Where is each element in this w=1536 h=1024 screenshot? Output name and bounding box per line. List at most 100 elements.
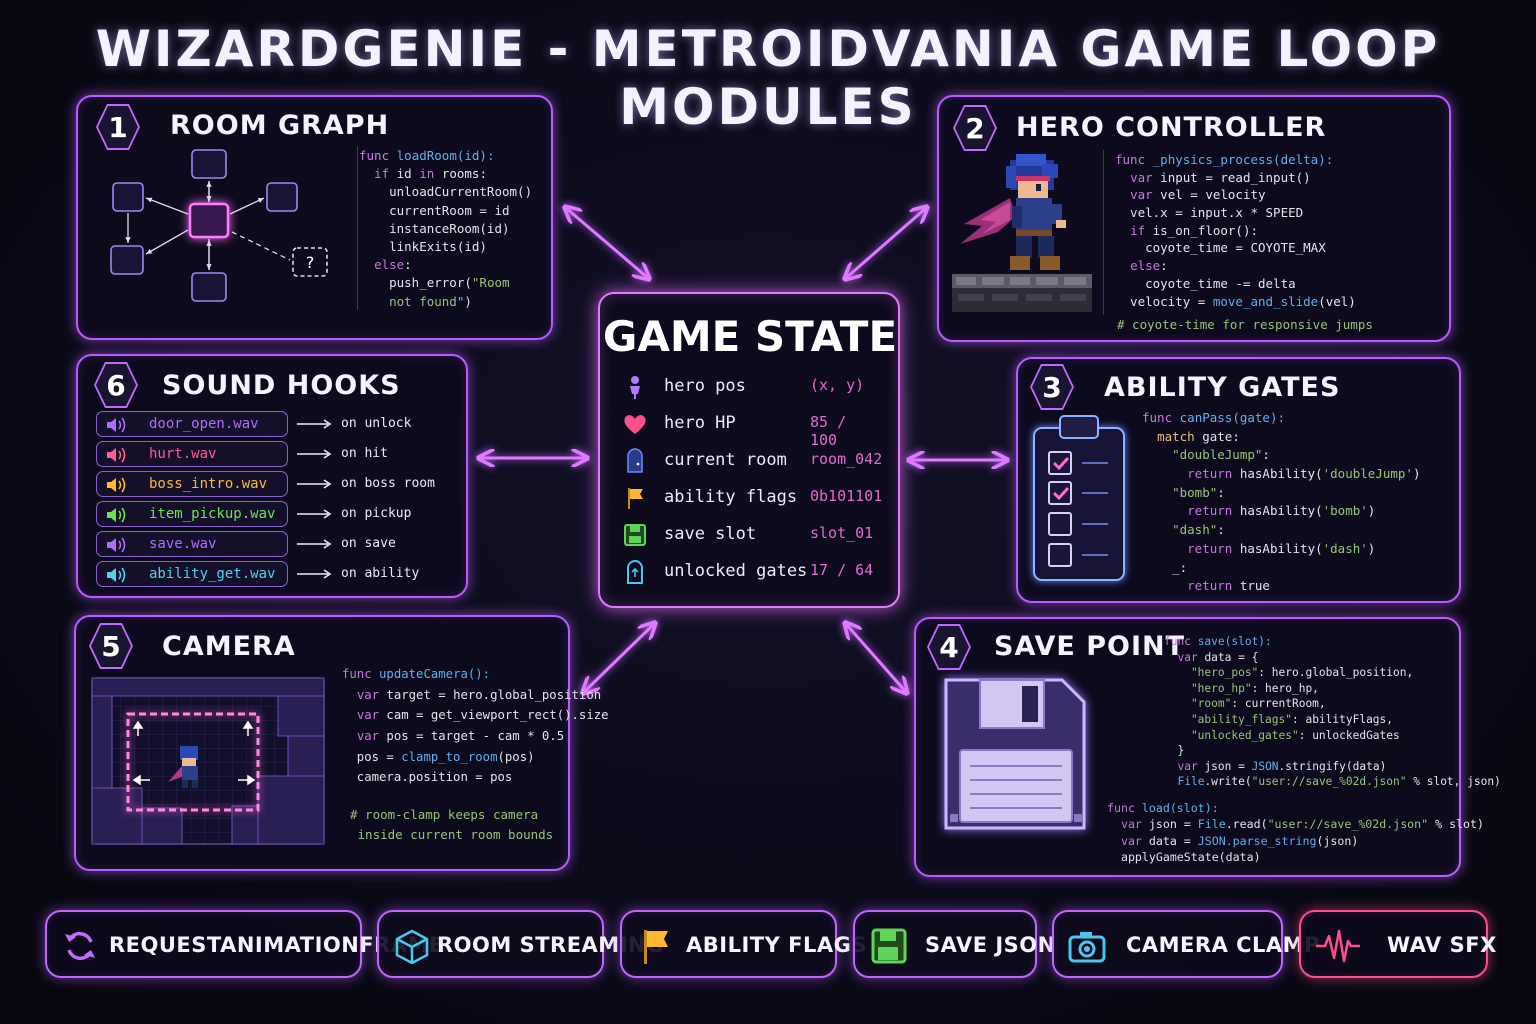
arrow-right-icon xyxy=(297,449,332,459)
footer-pill-ability-flags[interactable]: ABILITY FLAGS xyxy=(620,910,866,978)
room-graph-title: ROOM GRAPH xyxy=(170,110,390,141)
arrow-right-icon xyxy=(297,569,332,579)
code-line: func updateCamera(): xyxy=(342,667,491,681)
game-state-row-hero-pos: hero pos (x, y) xyxy=(622,372,882,402)
sound-file-pill[interactable]: boss_intro.wav xyxy=(96,471,288,497)
sound-file-pill[interactable]: hurt.wav xyxy=(96,441,288,467)
code-line: "bomb": xyxy=(1142,484,1225,500)
sound-hook-row: ability_get.wav on ability xyxy=(96,561,456,587)
room-node-top xyxy=(191,149,227,179)
sound-event-label: on ability xyxy=(341,566,420,581)
code-line: "doubleJump": xyxy=(1142,447,1270,463)
footer-pill-wav-sfx[interactable]: WAV SFX xyxy=(1299,910,1496,978)
sound-file-pill[interactable]: item_pickup.wav xyxy=(96,501,288,527)
code-line: "dash": xyxy=(1142,522,1225,538)
code-line: velocity = move_and_slide(vel) xyxy=(1115,293,1356,309)
camera-viewport-illustration xyxy=(91,677,325,845)
checkbox-dash xyxy=(1048,512,1072,536)
checkbox-doublejump xyxy=(1048,451,1072,475)
code-line: return hasAbility('bomb') xyxy=(1187,503,1376,519)
sound-hook-row: door_open.wav on unlock xyxy=(96,411,456,437)
comment-line: inside current room bounds xyxy=(350,827,554,842)
sound-event-label: on hit xyxy=(341,446,388,461)
sound-hook-row: boss_intro.wav on boss room xyxy=(96,471,456,497)
room-graph-panel xyxy=(76,95,553,340)
code-line: else: xyxy=(1130,258,1168,274)
flag-icon xyxy=(644,930,668,964)
room-node-current xyxy=(188,202,230,239)
sound-file-name: hurt.wav xyxy=(149,446,217,462)
room-node-unknown-label: ? xyxy=(306,253,315,272)
sound-file-pill[interactable]: door_open.wav xyxy=(96,411,288,437)
camera-code: func updateCamera(): var target = hero.g… xyxy=(342,664,609,788)
diagram-title: WIZARDGENIE - METROIDVANIA GAME LOOP MOD… xyxy=(95,20,1441,136)
footer-pill-camera-clamp[interactable]: CAMERA CLAMP xyxy=(1052,910,1319,978)
code-line: func loadRoom(id): xyxy=(359,148,495,163)
floppy-disk-icon xyxy=(944,678,1086,830)
code-line: camera.position = pos xyxy=(342,770,513,785)
code-line: return hasAbility('doubleJump') xyxy=(1187,466,1421,482)
code-line: return true xyxy=(1187,578,1270,594)
waveform-icon xyxy=(1316,929,1360,963)
arrow-right-icon xyxy=(297,479,332,489)
code-line: func save(slot): xyxy=(1164,635,1272,648)
speaker-icon xyxy=(107,447,126,463)
checkbox-default xyxy=(1048,543,1072,567)
game-state-panel xyxy=(598,292,900,608)
ability-gates-code: func canPass(gate): match gate: "doubleJ… xyxy=(1142,409,1420,596)
sound-event-label: on save xyxy=(341,536,396,551)
code-line: var input = read_input() xyxy=(1130,169,1311,185)
room-graph-badge: 1 xyxy=(96,104,140,150)
footer-pill-requestanimationframe[interactable]: REQUESTANIMATIONFRAME xyxy=(45,910,443,978)
code-line: func _physics_process(delta): xyxy=(1115,152,1334,167)
speaker-icon xyxy=(107,417,126,433)
code-line: not found") xyxy=(359,293,472,309)
speaker-icon xyxy=(107,567,126,583)
sound-file-pill[interactable]: save.wav xyxy=(96,531,288,557)
arrow-hero-controller xyxy=(846,208,926,278)
sound-hook-row: hurt.wav on hit xyxy=(96,441,456,467)
game-state-title: GAME STATE xyxy=(602,312,898,361)
game-state-row-ability-flags: ability flags 0b101101 xyxy=(622,483,882,513)
code-line: func load(slot): xyxy=(1107,801,1219,815)
arrow-right-icon xyxy=(297,509,332,519)
floppy-icon xyxy=(624,524,646,546)
code-line: else: xyxy=(374,257,412,273)
code-line: push_error("Room xyxy=(359,275,510,291)
room-graph-code: func loadRoom(id): if id in rooms: unloa… xyxy=(359,147,532,311)
code-line: var data = JSON.parse_string(json) xyxy=(1120,833,1359,848)
code-line: File.write("user://save_%02d.json" % slo… xyxy=(1177,775,1501,789)
game-state-row-hero-hp: hero HP 85 / 100 xyxy=(622,409,882,449)
hero-controller-title: HERO CONTROLLER xyxy=(1016,112,1327,143)
game-state-row-save-slot: save slot slot_01 xyxy=(622,520,882,550)
sound-file-pill[interactable]: ability_get.wav xyxy=(96,561,288,587)
door-icon xyxy=(627,448,643,473)
code-line: if id in rooms: xyxy=(374,166,487,182)
code-line: currentRoom = id xyxy=(359,202,510,218)
sound-file-name: door_open.wav xyxy=(149,416,259,432)
speaker-icon xyxy=(107,477,126,493)
footer-pill-save-json[interactable]: SAVE JSON xyxy=(853,910,1055,978)
game-state-row-current-room: current room room_042 xyxy=(622,446,882,476)
footer-pill-room-streaming[interactable]: ROOM STREAMING xyxy=(377,910,663,978)
arrow-right-icon xyxy=(297,419,332,429)
camera-comment: # room-clamp keeps camera inside current… xyxy=(350,805,553,845)
camera-clamp-box xyxy=(126,712,260,812)
code-line: func canPass(gate): xyxy=(1142,410,1285,425)
code-line: "hero_pos": hero.global_position, xyxy=(1164,666,1414,680)
code-line: coyote_time = COYOTE_MAX xyxy=(1115,240,1326,256)
code-line: pos = clamp_to_room(pos) xyxy=(342,749,535,764)
code-line: match gate: xyxy=(1157,428,1240,444)
code-line: var pos = target - cam * 0.5 xyxy=(356,729,565,744)
code-line: "ability_flags": abilityFlags, xyxy=(1164,712,1394,726)
save-point-title: SAVE POINT xyxy=(994,631,1186,662)
sound-event-label: on boss room xyxy=(341,476,435,491)
refresh-icon xyxy=(65,931,95,961)
code-line: vel.x = input.x * SPEED xyxy=(1115,205,1304,221)
sound-event-label: on unlock xyxy=(341,416,412,431)
flag-icon xyxy=(628,488,643,509)
clipboard-icon xyxy=(1033,415,1125,581)
camera-icon xyxy=(1068,932,1106,963)
ability-gates-badge: 3 xyxy=(1030,364,1074,410)
